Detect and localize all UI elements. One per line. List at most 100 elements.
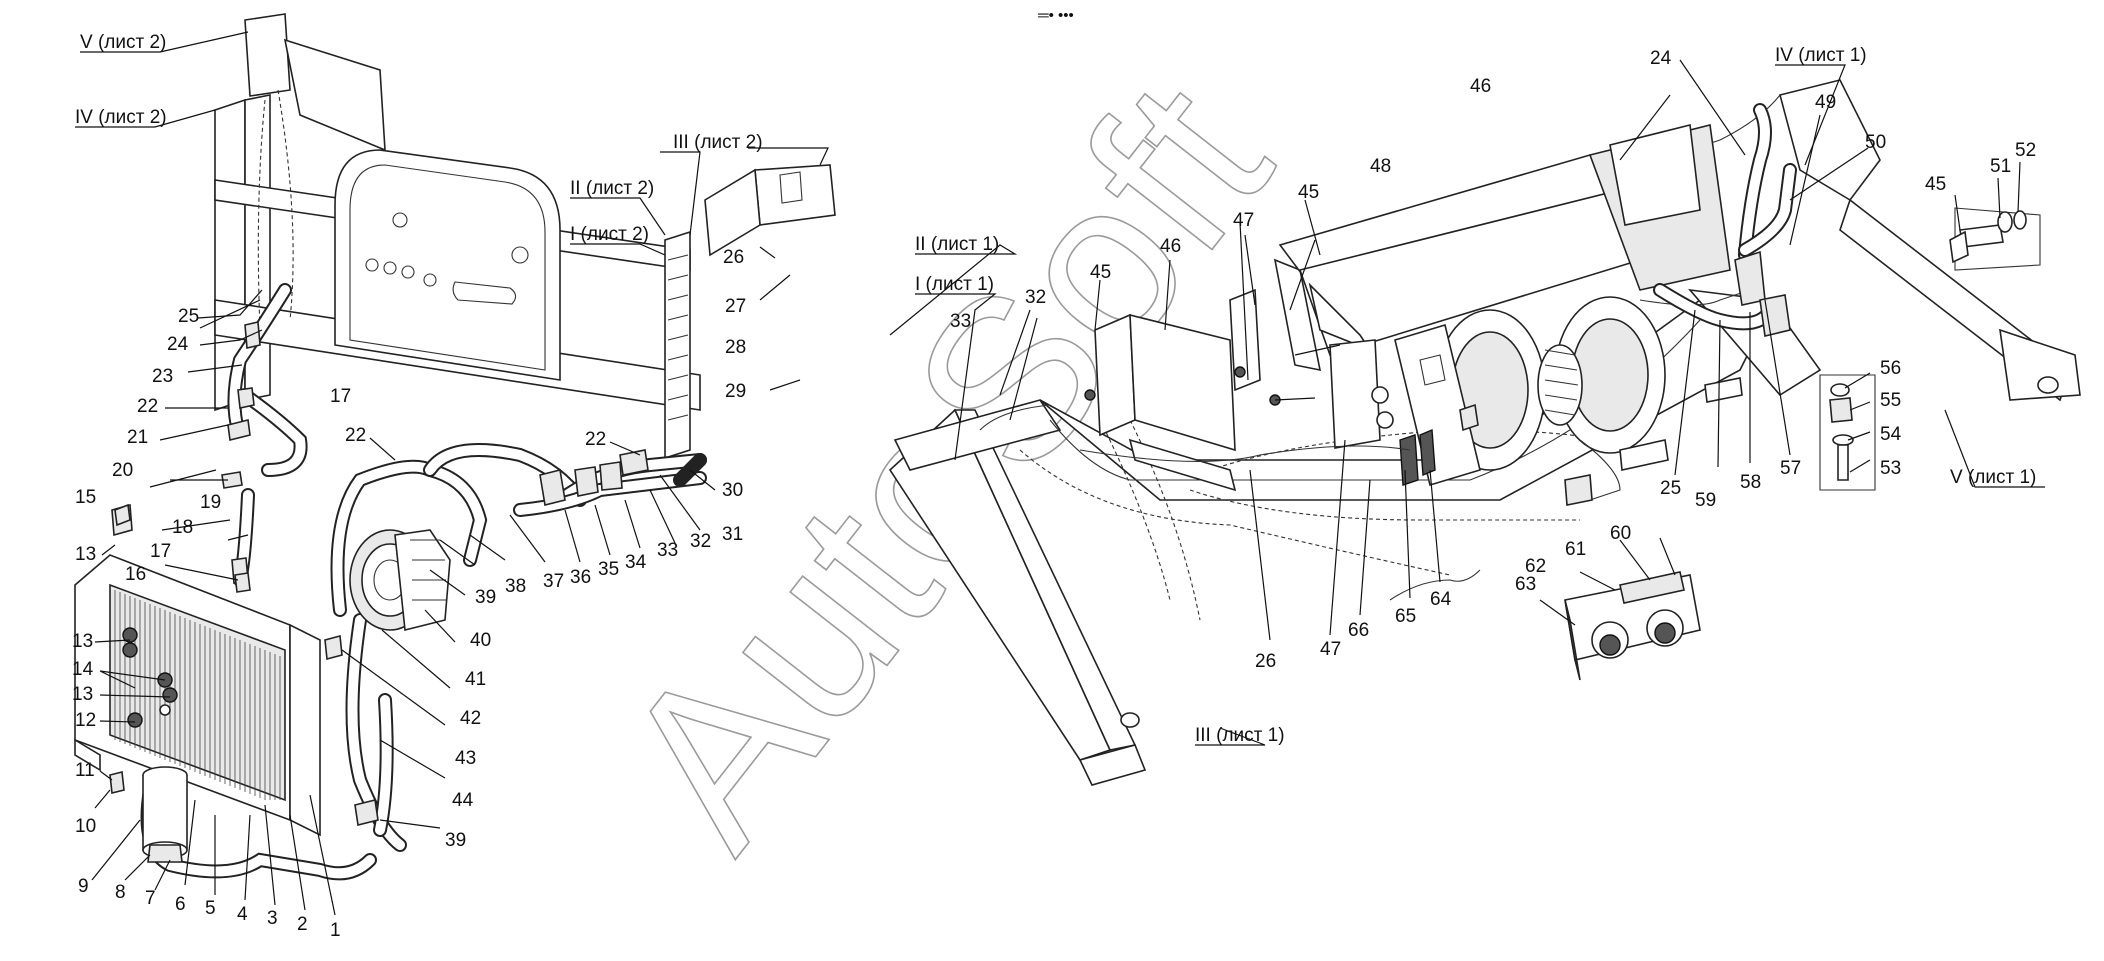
callout-33b: 33 bbox=[950, 311, 971, 332]
callout-56: 56 bbox=[1880, 358, 1901, 379]
callout-64: 64 bbox=[1430, 589, 1452, 610]
callout-63: 63 bbox=[1515, 574, 1536, 595]
callout-22b: 22 bbox=[345, 425, 366, 446]
callout-26a: 26 bbox=[723, 247, 744, 268]
callout-51: 51 bbox=[1990, 156, 2011, 177]
left-small-parts bbox=[109, 419, 379, 826]
callout-55: 55 bbox=[1880, 390, 1901, 411]
callout-53: 53 bbox=[1880, 458, 1901, 479]
callout-57: 57 bbox=[1780, 458, 1801, 479]
callout-10: 10 bbox=[75, 816, 96, 837]
callout-20: 20 bbox=[112, 460, 133, 481]
callout-5: 5 bbox=[205, 898, 216, 919]
ref-i-sheet2: I (лист 2) bbox=[570, 224, 649, 245]
callout-45c: 45 bbox=[1925, 174, 1946, 195]
callout-66: 66 bbox=[1348, 620, 1369, 641]
callout-38: 38 bbox=[505, 576, 526, 597]
callout-22a: 22 bbox=[137, 396, 158, 417]
compressor bbox=[349, 529, 451, 631]
callout-3: 3 bbox=[267, 908, 278, 929]
ref-ii-sheet1: II (лист 1) bbox=[915, 234, 999, 255]
callout-26b: 26 bbox=[1255, 651, 1276, 672]
callout-40: 40 bbox=[470, 630, 491, 651]
ref-iii-sheet1: III (лист 1) bbox=[1195, 725, 1285, 746]
cab-rear-frame bbox=[214, 13, 836, 460]
callout-30: 30 bbox=[722, 480, 743, 501]
callout-46a: 46 bbox=[1160, 236, 1181, 257]
callout-25a: 25 bbox=[178, 306, 199, 327]
callout-32b: 32 bbox=[1025, 287, 1046, 308]
callout-27: 27 bbox=[725, 296, 746, 317]
callout-59: 59 bbox=[1695, 490, 1716, 511]
callout-44: 44 bbox=[452, 790, 474, 811]
mount-detail-45-52 bbox=[1949, 207, 2041, 271]
callout-17b: 17 bbox=[150, 541, 171, 562]
callout-11: 11 bbox=[75, 760, 95, 781]
control-switch-block bbox=[1564, 571, 1701, 681]
callout-37: 37 bbox=[543, 571, 564, 592]
callout-12: 12 bbox=[75, 710, 96, 731]
callout-22c: 22 bbox=[585, 429, 606, 450]
callout-36: 36 bbox=[570, 567, 591, 588]
mount-detail-53-56 bbox=[1819, 374, 1876, 491]
callout-62: 62 bbox=[1525, 556, 1546, 577]
callout-50: 50 bbox=[1865, 132, 1886, 153]
callout-7: 7 bbox=[145, 888, 156, 909]
ref-iv-sheet2: IV (лист 2) bbox=[75, 107, 167, 128]
callout-24b: 24 bbox=[1650, 48, 1672, 69]
header-mark: ═• ••• bbox=[1037, 7, 1074, 24]
evaporator-brackets bbox=[1084, 288, 1341, 492]
ref-i-sheet1: I (лист 1) bbox=[915, 274, 994, 295]
callout-48: 48 bbox=[1370, 156, 1391, 177]
ref-ii-sheet2: II (лист 2) bbox=[570, 178, 654, 199]
leader-lines bbox=[75, 31, 2045, 916]
callout-16: 16 bbox=[125, 564, 146, 585]
ref-v-sheet2: V (лист 2) bbox=[80, 32, 166, 53]
callout-33a: 33 bbox=[657, 540, 678, 561]
callout-31: 31 bbox=[722, 524, 743, 545]
callout-32a: 32 bbox=[690, 531, 711, 552]
callout-19: 19 bbox=[200, 492, 221, 513]
callout-58: 58 bbox=[1740, 472, 1761, 493]
callout-45b: 45 bbox=[1298, 182, 1319, 203]
callout-34: 34 bbox=[625, 552, 647, 573]
callout-49: 49 bbox=[1815, 92, 1836, 113]
callout-39a: 39 bbox=[475, 587, 496, 608]
callout-24a: 24 bbox=[167, 334, 189, 355]
callout-9: 9 bbox=[78, 876, 89, 897]
callout-61: 61 bbox=[1565, 539, 1586, 560]
callout-41: 41 bbox=[465, 669, 486, 690]
callout-45a: 45 bbox=[1090, 262, 1111, 283]
callout-60: 60 bbox=[1610, 523, 1631, 544]
cab-floor-frame bbox=[888, 79, 2081, 786]
callout-2: 2 bbox=[297, 914, 308, 935]
callout-43: 43 bbox=[455, 748, 476, 769]
callout-35: 35 bbox=[598, 559, 619, 580]
callout-14: 14 bbox=[72, 659, 94, 680]
callout-28: 28 bbox=[725, 337, 746, 358]
callout-13c: 13 bbox=[72, 684, 93, 705]
callout-42: 42 bbox=[460, 708, 481, 729]
callout-23: 23 bbox=[152, 366, 173, 387]
callout-13a: 13 bbox=[75, 544, 96, 565]
callout-52: 52 bbox=[2015, 140, 2036, 161]
callout-39b: 39 bbox=[445, 830, 466, 851]
ref-v-sheet1: V (лист 1) bbox=[1950, 467, 2036, 488]
callout-15: 15 bbox=[75, 487, 96, 508]
callout-18: 18 bbox=[172, 517, 193, 538]
callout-47b: 47 bbox=[1320, 639, 1341, 660]
receiver-drier bbox=[142, 766, 188, 863]
callout-65: 65 bbox=[1395, 606, 1416, 627]
callout-6: 6 bbox=[175, 894, 186, 915]
refrigerant-hoses-right bbox=[979, 103, 1797, 601]
callout-25b: 25 bbox=[1660, 478, 1681, 499]
condenser bbox=[74, 554, 321, 837]
ref-iii-sheet2: III (лист 2) bbox=[673, 132, 763, 153]
ref-iv-sheet1: IV (лист 1) bbox=[1775, 45, 1867, 66]
callout-numbers: 25 24 23 17 22 21 20 19 18 15 13 17 16 1… bbox=[72, 48, 2036, 941]
callout-1: 1 bbox=[330, 920, 341, 941]
callout-13b: 13 bbox=[72, 631, 93, 652]
callout-54: 54 bbox=[1880, 424, 1902, 445]
callout-47a: 47 bbox=[1233, 210, 1254, 231]
